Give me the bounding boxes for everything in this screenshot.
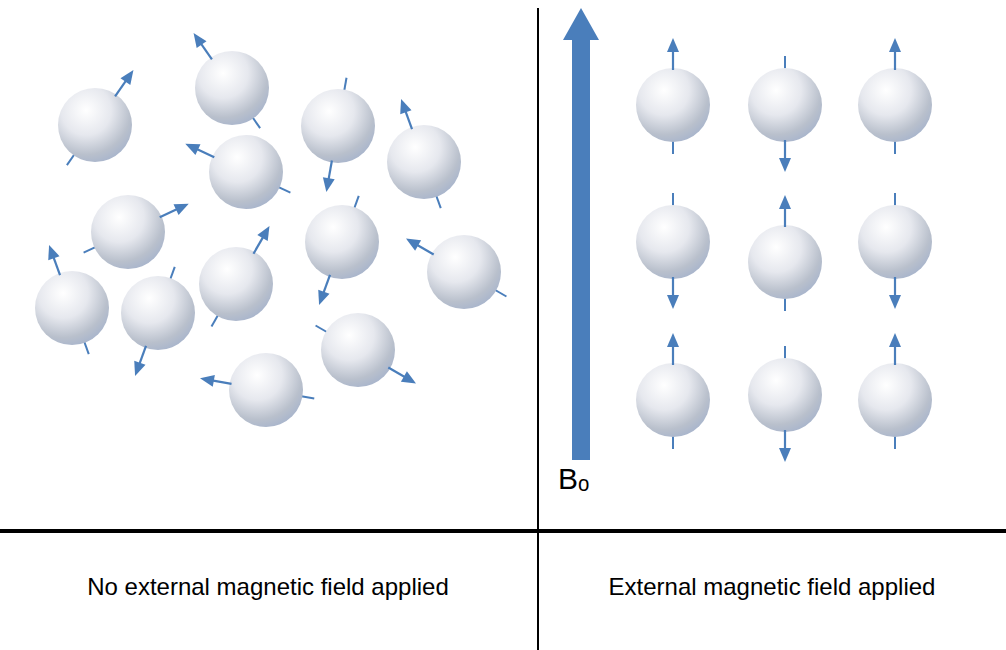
spin-particle	[858, 193, 932, 309]
divider-line	[537, 8, 539, 650]
spin-particle	[305, 196, 379, 305]
spin-particle	[200, 353, 314, 427]
spin-particle	[58, 70, 133, 165]
baseline-rule	[0, 529, 1006, 533]
spin-group	[35, 33, 932, 462]
spin-particle	[748, 346, 822, 462]
spin-particle	[316, 313, 416, 387]
spin-particle	[194, 33, 269, 128]
panel-caption: No external magnetic field applied	[87, 574, 449, 600]
spin-particle	[858, 333, 932, 449]
spin-particle	[121, 267, 195, 376]
spin-particle	[185, 135, 290, 209]
spin-particle	[748, 195, 822, 311]
field-arrow	[563, 8, 599, 460]
spin-particle	[199, 226, 273, 326]
spin-particle	[387, 99, 461, 208]
spin-particle	[406, 235, 506, 309]
panel-caption: External magnetic field applied	[609, 574, 936, 600]
spin-particle	[636, 193, 710, 309]
spin-particle	[748, 56, 822, 172]
spin-particle	[35, 245, 109, 354]
spin-particle	[301, 78, 375, 192]
spin-particle	[636, 333, 710, 449]
spin-particle	[84, 195, 189, 269]
spin-particle	[858, 38, 932, 154]
spin-particle	[636, 38, 710, 154]
field-label: Bₒ	[558, 462, 589, 495]
